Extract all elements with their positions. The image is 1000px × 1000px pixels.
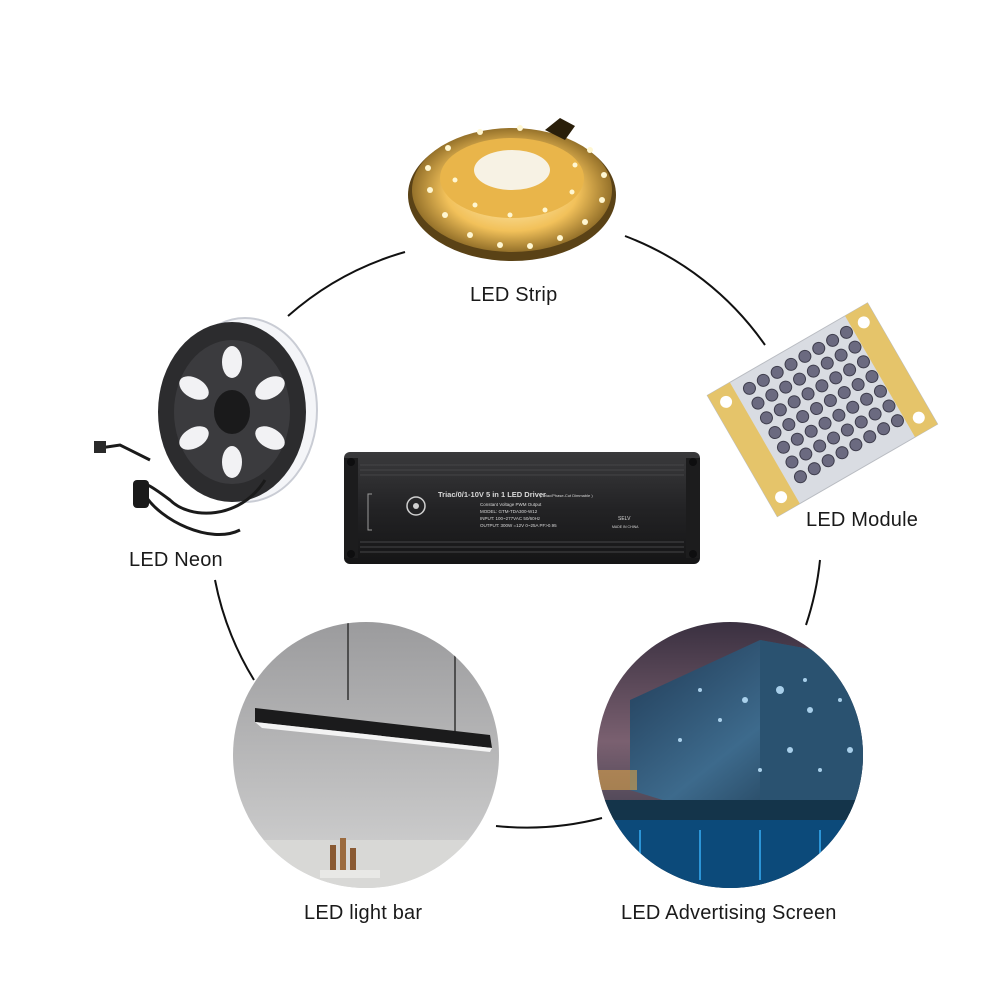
- driver-line-2: MODEL: GTM-TDA300-W12: [480, 509, 538, 514]
- driver-line-4: OUTPUT: 300W =12V 0~25A PF>0.95: [480, 523, 557, 528]
- led-module-image: [706, 302, 939, 518]
- led-advertising-screen-image: [597, 622, 863, 888]
- arc-neon-bar: [214, 579, 255, 681]
- driver-title-suffix: ( Triac/Phase-Cut Dimmable ): [540, 493, 593, 498]
- label-led-strip: LED Strip: [470, 284, 558, 306]
- label-led-module: LED Module: [806, 509, 919, 531]
- led-driver-image: [344, 452, 700, 564]
- arc-module-screen: [805, 559, 821, 626]
- driver-selv-mark: SELV: [618, 516, 631, 522]
- led-strip-image: [408, 118, 616, 261]
- label-led-advertising-screen: LED Advertising Screen: [621, 902, 837, 924]
- label-led-neon: LED Neon: [129, 549, 223, 571]
- driver-made-in: MADE IN CHINA: [612, 525, 639, 529]
- driver-line-3: INPUT: 100~277VAC 50/60Hz: [480, 516, 541, 521]
- driver-title: Triac/0/1-10V 5 in 1 LED Driver: [438, 490, 546, 499]
- driver-line-1: Constant Voltage PWM Output: [480, 502, 542, 507]
- label-led-light-bar: LED light bar: [304, 902, 423, 924]
- led-light-bar-image: [233, 622, 499, 888]
- arc-bar-screen: [495, 817, 603, 829]
- arc-strip-module: [624, 235, 766, 346]
- led-neon-image: [94, 317, 318, 536]
- connector-arcs: [214, 235, 821, 829]
- arc-neon-strip: [287, 251, 406, 317]
